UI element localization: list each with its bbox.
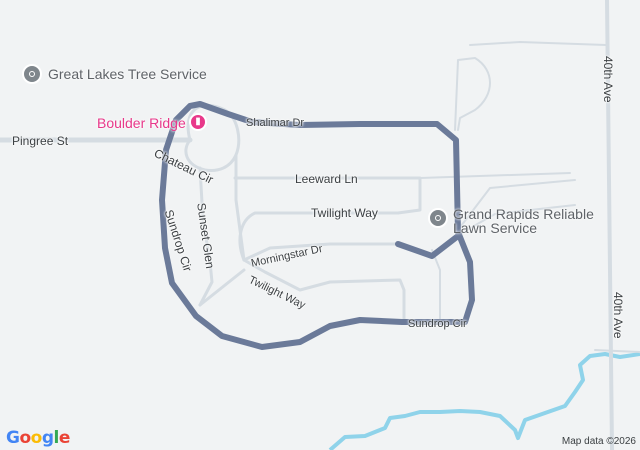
road-inner-west [234,153,246,262]
street-label-twilight-way-upper: Twilight Way [311,206,378,220]
poi-grand-rapids-lawn-line1[interactable]: Grand Rapids Reliable [453,206,594,222]
poi-grand-rapids-lawn-line2[interactable]: Lawn Service [453,220,538,236]
river [328,352,640,450]
road-east-branch [431,249,441,323]
google-logo: Google [6,428,70,448]
road-sunset-glen [198,166,214,307]
road-north-branch-2 [469,41,607,46]
road-east-spur [594,349,640,353]
place-pin-icon[interactable] [428,208,448,228]
road-leeward-ln-east [419,172,571,179]
road-leeward-ln [233,176,422,215]
road-40th-ave [605,0,614,450]
poi-great-lakes-tree-service[interactable]: Great Lakes Tree Service [48,66,207,82]
route-spur [395,233,461,259]
road-north-branch [454,57,491,131]
route-loop [159,101,475,350]
road-east-connector-2 [457,204,576,236]
road-east-connector [457,179,576,231]
street-label-shalimar-dr: Shalimar Dr [246,117,305,129]
street-label-pingree-st: Pingree St [12,134,69,148]
road-twilight-way-lower [242,258,406,324]
road-diagonal-connector [198,268,246,307]
street-label-leeward-ln: Leeward Ln [295,172,358,186]
place-pin-icon[interactable] [22,64,42,84]
map-attribution[interactable]: Map data ©2026 [561,436,636,447]
poi-boulder-ridge[interactable]: Boulder Ridge [97,115,186,131]
street-label-sundrop-cir-south: Sundrop Cir [408,318,467,330]
street-label-40th-ave-north: 40th Ave [601,56,615,103]
street-label-40th-ave-south: 40th Ave [611,292,625,339]
road-morningstar-dr [242,242,402,262]
hotel-bed-icon[interactable]: ▮ [189,113,207,131]
